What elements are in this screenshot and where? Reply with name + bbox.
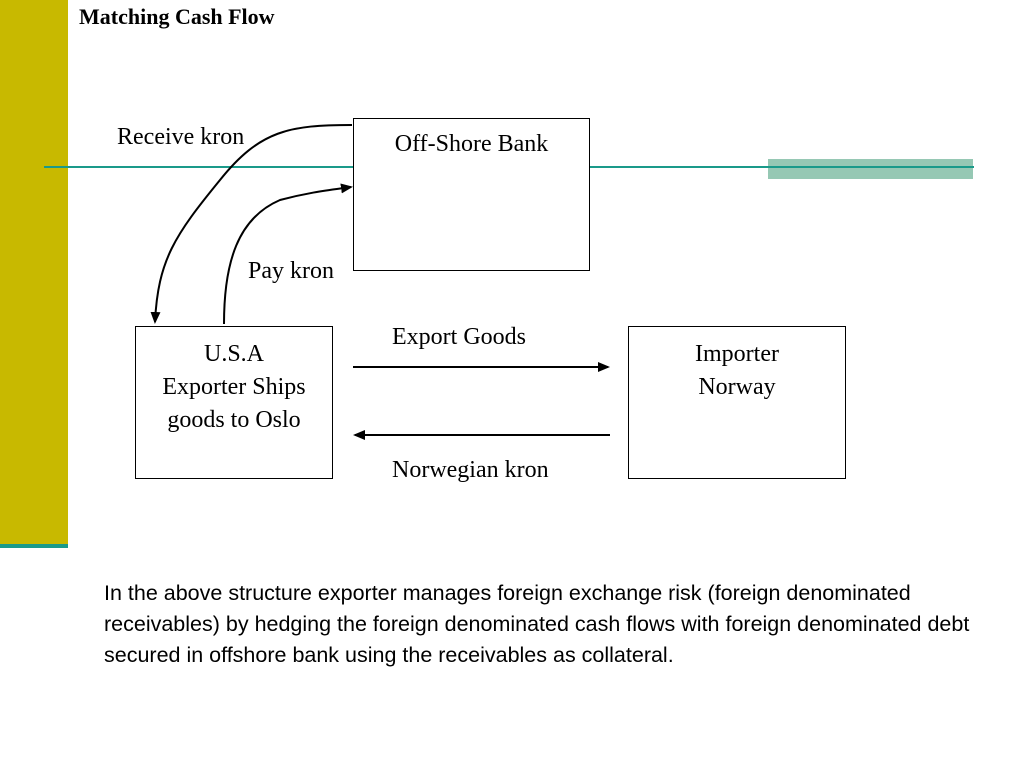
offshore-bank-label: Off-Shore Bank: [394, 131, 549, 157]
importer-line-1: Importer: [695, 341, 779, 367]
pay-kron-arrow: [223, 183, 353, 325]
exporter-line-3: goods to Oslo: [167, 407, 301, 433]
explanation-paragraph: In the above structure exporter manages …: [104, 581, 970, 667]
exporter-line-1: U.S.A: [203, 341, 264, 367]
slide-title: Matching Cash Flow: [79, 4, 275, 29]
receive-kron-arrow: [150, 124, 353, 324]
pay-kron-label: Pay kron: [248, 258, 334, 284]
side-accent-underline: [0, 544, 68, 548]
norway-importer-box: Importer Norway: [628, 326, 846, 479]
receive-kron-label: Receive kron: [117, 124, 245, 150]
export-goods-label: Export Goods: [392, 324, 526, 350]
norwegian-kron-label: Norwegian kron: [392, 457, 549, 483]
title-rule-accent: [768, 159, 973, 179]
exporter-line-2: Exporter Ships: [162, 374, 306, 400]
importer-line-2: Norway: [698, 374, 776, 400]
offshore-bank-box: Off-Shore Bank: [353, 118, 590, 271]
title-rule-accent-line: [768, 166, 973, 168]
side-accent-bar: [0, 0, 68, 546]
usa-exporter-box: U.S.A Exporter Ships goods to Oslo: [135, 326, 333, 479]
